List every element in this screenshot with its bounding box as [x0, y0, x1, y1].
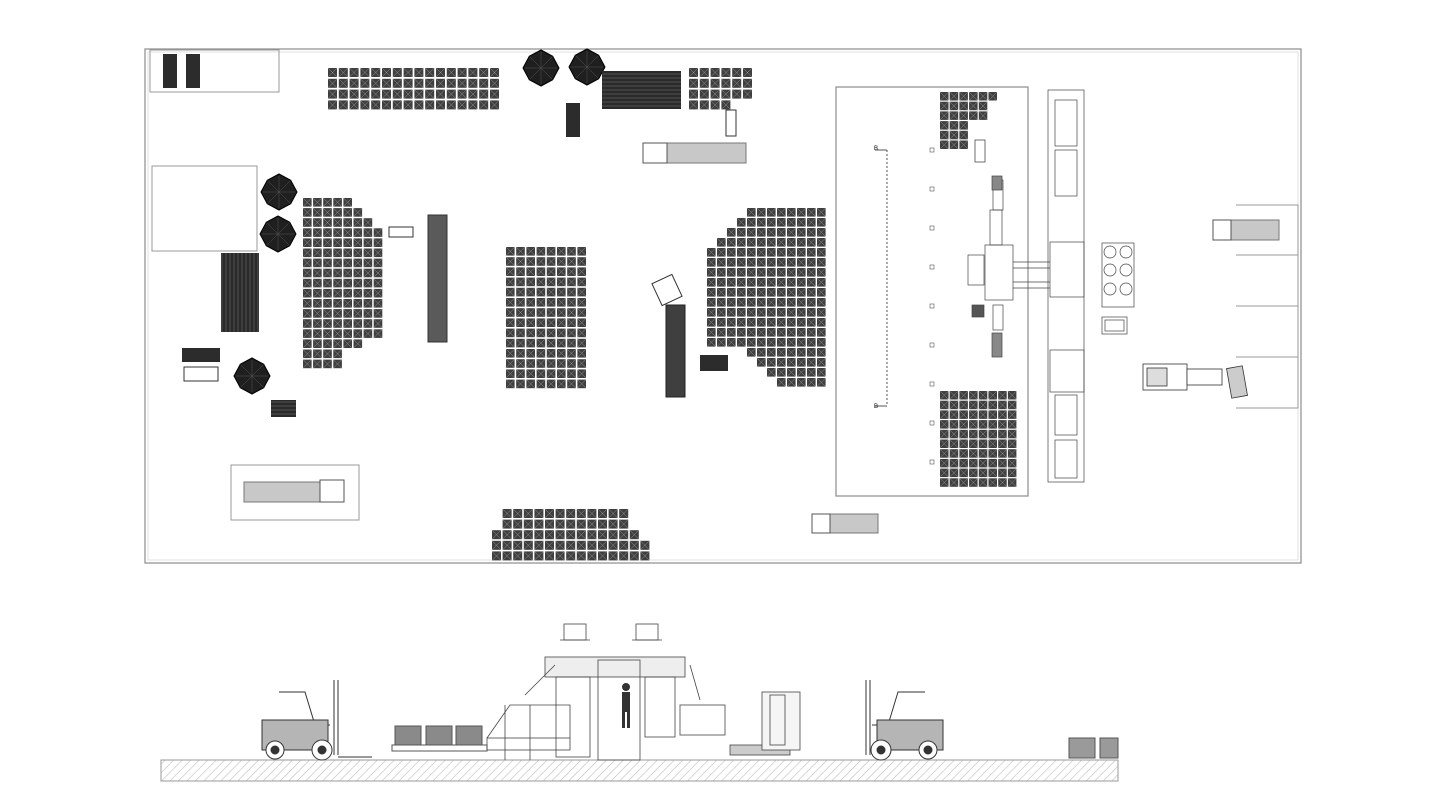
column-marker: [929, 186, 935, 192]
pallet-group: [302, 197, 383, 369]
forklift-left: [261, 680, 372, 761]
pallet-group: [505, 246, 587, 389]
section-marker-top: B: [874, 146, 878, 152]
pallet-group: [327, 67, 500, 110]
production-hall: B B: [835, 86, 1029, 497]
pallet-group: [939, 390, 1017, 487]
aggregate-pile: [260, 173, 298, 211]
operator: [622, 683, 630, 728]
storage-room: [151, 165, 258, 252]
column-marker: [929, 459, 935, 465]
finished-pallets: [1068, 737, 1119, 759]
pallet-group: [939, 91, 998, 150]
block-machine-plan: [967, 139, 1050, 358]
feed-pallet-stacks: [391, 725, 488, 752]
mixer-conveyor-line: [1047, 89, 1135, 483]
pallet-group: [491, 508, 650, 561]
column-marker: [929, 264, 935, 270]
outdoor-bays: [1212, 204, 1299, 409]
vehicles-plan: [182, 103, 879, 534]
column-marker: [929, 381, 935, 387]
block-stacks: [221, 71, 681, 417]
aggregate-pile: [522, 49, 560, 87]
pallet-storage-areas: [302, 67, 1017, 561]
wheel-loader-plan: [1142, 363, 1248, 399]
raw-material-piles: [233, 48, 606, 395]
parking-area: [149, 49, 280, 93]
pallet-group: [706, 207, 826, 387]
forklift-right: [865, 680, 944, 761]
truck-parking-bottom-left: [230, 464, 360, 521]
aggregate-pile: [233, 357, 271, 395]
pallet-group: [688, 67, 753, 110]
ground-slab: [160, 759, 1119, 782]
column-marker: [929, 225, 935, 231]
column-marker: [929, 147, 935, 153]
curing-racks: [940, 92, 998, 150]
column-markers: [929, 147, 935, 465]
column-marker: [929, 303, 935, 309]
aggregate-pile: [568, 48, 606, 86]
column-marker: [929, 342, 935, 348]
aggregate-pile: [259, 215, 297, 253]
column-marker: [929, 420, 935, 426]
block-making-machine-elevation: [486, 623, 801, 761]
section-marker-bottom: B: [874, 404, 878, 410]
